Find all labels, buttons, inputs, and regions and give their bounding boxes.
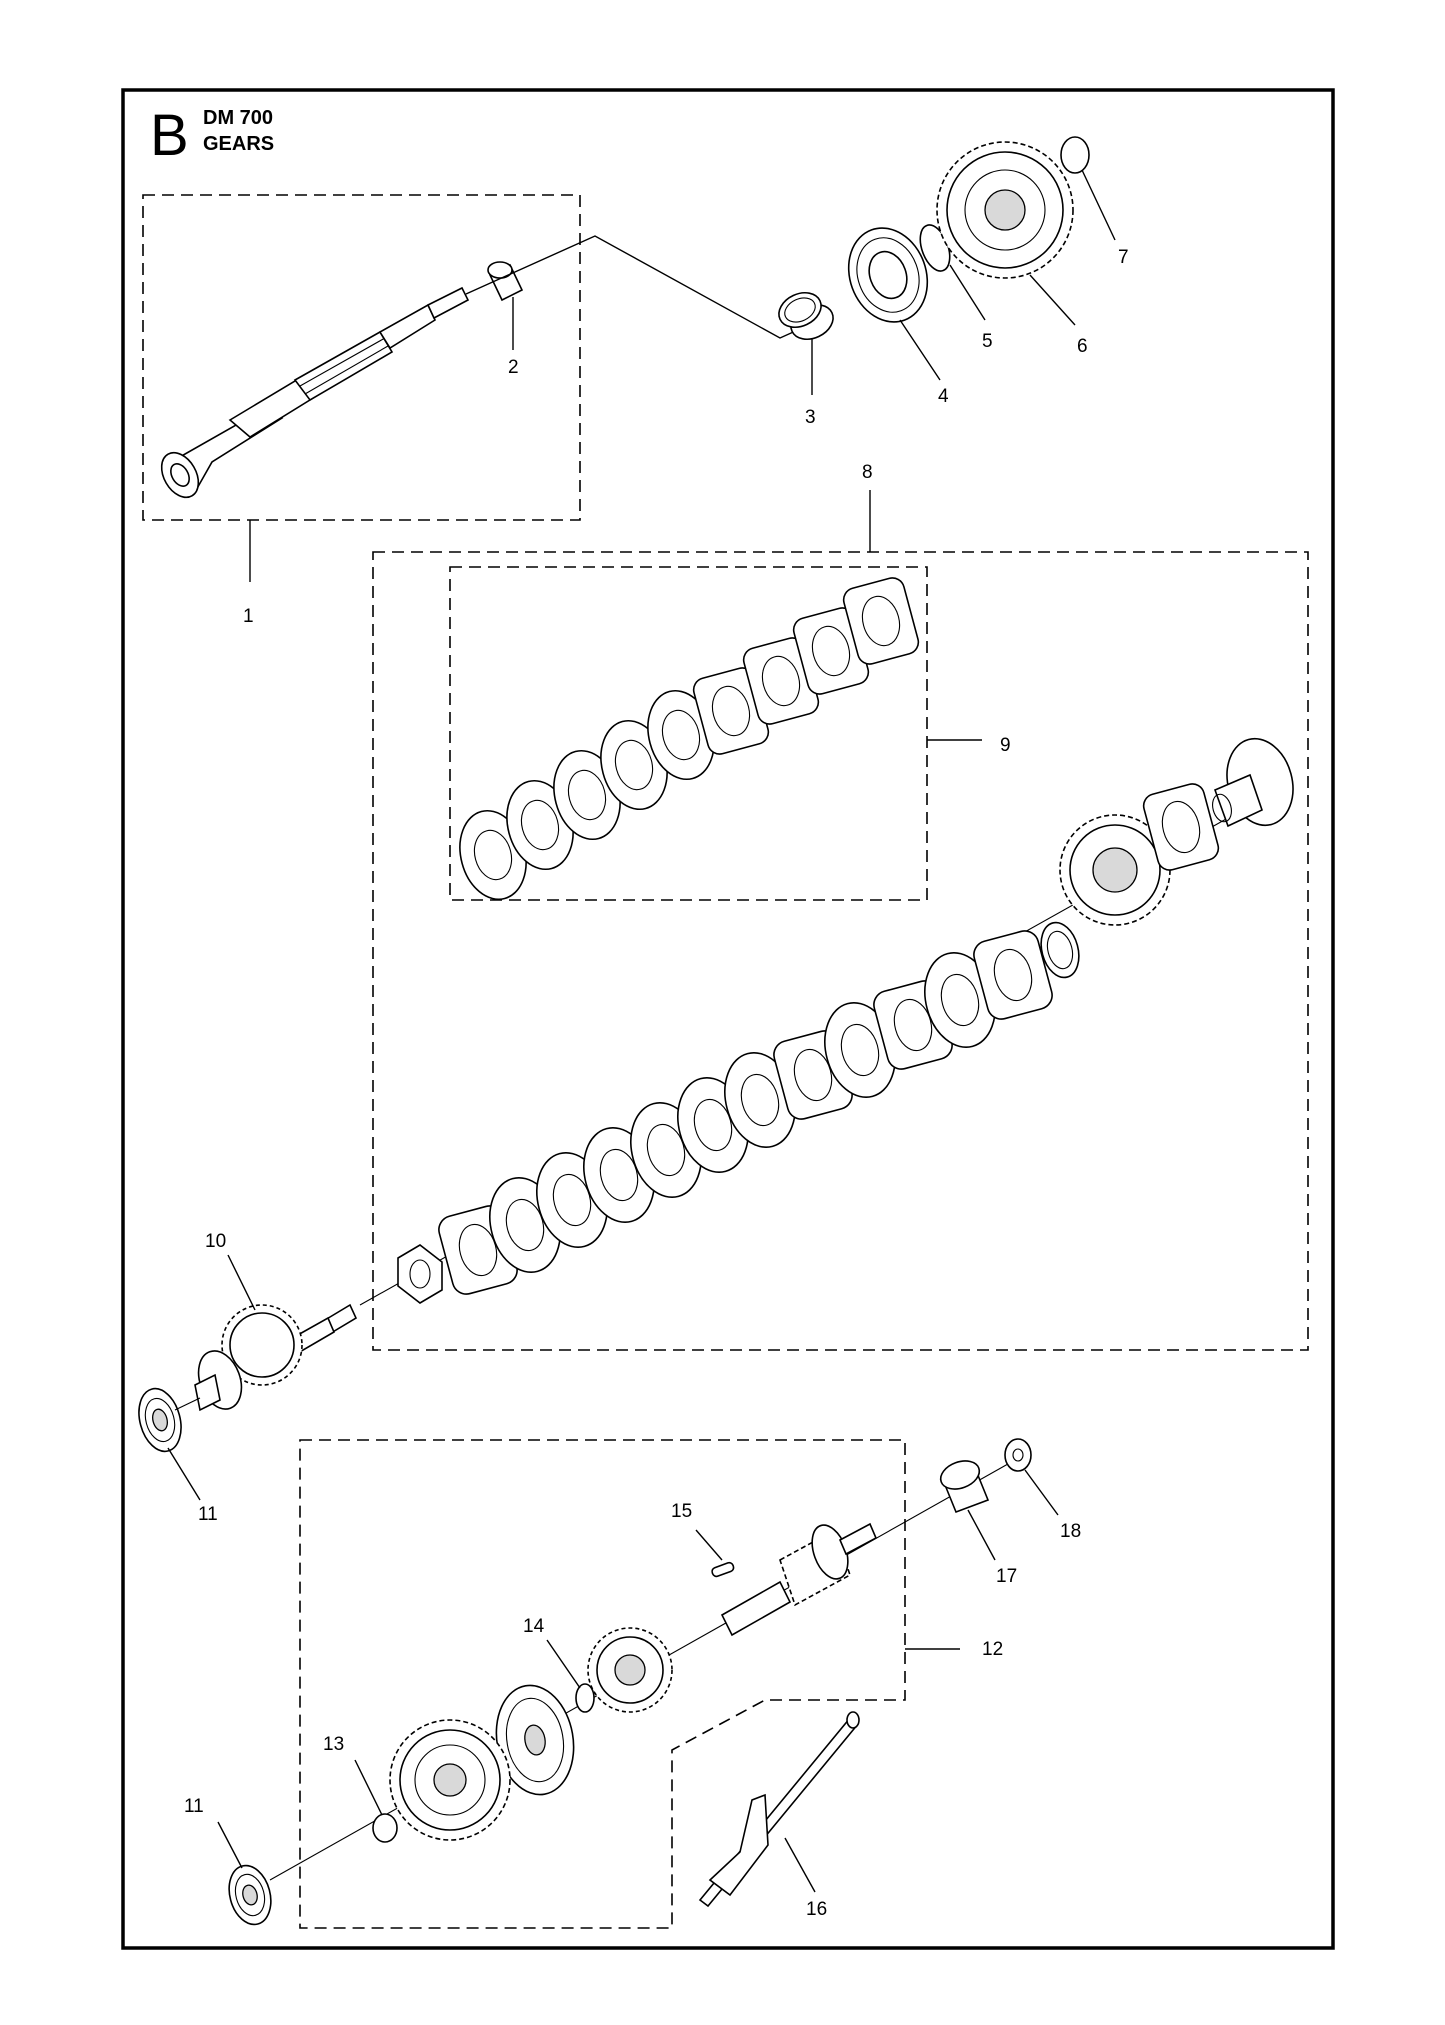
bearing-11-upper-part [138,1387,182,1453]
assembly-box-9 [449,566,928,901]
group-title: GEARS [203,133,274,155]
bearing-11-axis [174,1397,201,1411]
washer-18-part [1004,1438,1032,1472]
leader-11-lower [217,1821,243,1869]
clutch-hub-part [1212,737,1294,828]
callout-9: 9 [1000,735,1011,756]
callout-16: 16 [806,1899,827,1920]
callout-15: 15 [671,1501,692,1522]
assembly-box-8 [372,551,1309,1351]
callout-18: 18 [1060,1521,1081,1542]
leader-17 [967,1509,996,1561]
leader-7 [1081,169,1116,241]
gear-small-part [587,1627,673,1713]
callout-17: 17 [996,1566,1017,1587]
assembly-box-1 [142,194,581,521]
leader-15 [695,1529,723,1561]
circlip-14-part [575,1683,595,1713]
callout-13: 13 [323,1734,344,1755]
leader-5 [949,264,986,321]
callout-4: 4 [938,386,949,407]
leader-16 [784,1837,816,1893]
callout-10: 10 [205,1231,226,1252]
page-frame [121,88,1335,1950]
clutch-disc-stack [438,921,1080,1295]
callout-3: 3 [805,407,816,428]
pinion-gear-10-part [194,1303,358,1412]
callout-2: 2 [508,357,519,378]
bushing-17-part [939,1460,990,1514]
bearing-11-lower-part [228,1864,272,1926]
callout-11-upper: 11 [198,1504,218,1525]
clutch-gear-part [1059,814,1171,926]
clutch-end-plate [1142,783,1220,871]
circlip-7-part [1060,136,1090,174]
leader-4 [899,319,941,381]
friction-discs-9 [459,577,920,901]
drive-shaft-pinion-part [720,1522,878,1637]
leader-10 [227,1254,256,1311]
circlip-13-part [372,1813,398,1843]
leader-6 [1029,274,1076,326]
leader-13 [354,1759,383,1816]
clutch-drum-part [495,1684,575,1796]
large-gear-part [389,1719,511,1841]
callout-7: 7 [1118,247,1129,268]
sleeve-2-part [487,261,524,302]
assembly-box-12 [299,1439,906,1929]
callout-11-lower: 11 [184,1796,204,1817]
section-letter: B [150,103,189,168]
leader-14 [546,1639,581,1689]
main-shaft-part [160,286,470,499]
callout-1: 1 [243,606,254,627]
callout-5: 5 [982,331,993,352]
gear-6-part [936,141,1074,279]
key-15-part [711,1561,735,1578]
ball-bearing-4-part [847,227,929,323]
shift-fork-16-part [698,1711,860,1908]
bushing-3-part [778,291,834,341]
leader-11-upper [167,1447,201,1501]
leader-18 [1024,1469,1059,1516]
callout-6: 6 [1077,336,1088,357]
lock-nut-part [397,1244,443,1304]
callout-14: 14 [523,1616,545,1637]
callout-12: 12 [982,1639,1003,1660]
callout-8: 8 [862,462,873,483]
model-title: DM 700 [203,107,273,129]
